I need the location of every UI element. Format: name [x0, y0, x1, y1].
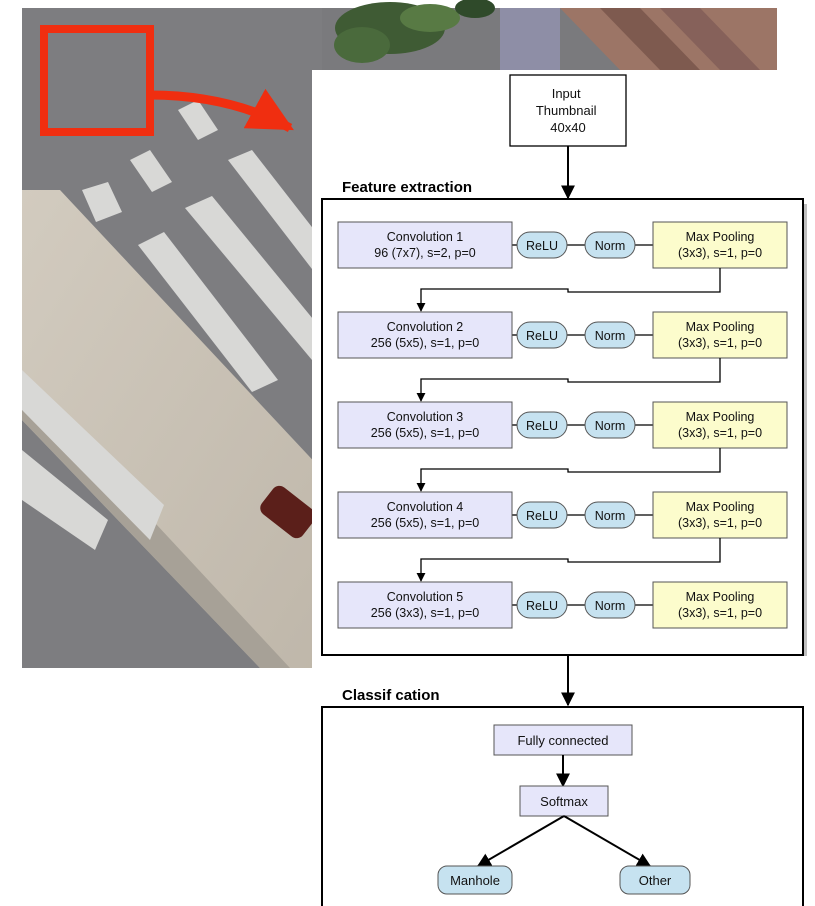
- relu-label-4: ReLU: [526, 509, 558, 523]
- stage-connector-2: [416, 358, 721, 402]
- pool-title-5: Max Pooling: [686, 590, 755, 604]
- relu-label-2: ReLU: [526, 329, 558, 343]
- pool-params-5: (3x3), s=1, p=0: [678, 606, 762, 620]
- pool-title-3: Max Pooling: [686, 410, 755, 424]
- conv-title-1: Convolution 1: [387, 230, 463, 244]
- conv-params-3: 256 (5x5), s=1, p=0: [371, 426, 479, 440]
- pool-params-2: (3x3), s=1, p=0: [678, 336, 762, 350]
- conv-title-3: Convolution 3: [387, 410, 463, 424]
- car: [260, 485, 316, 539]
- relu-label-1: ReLU: [526, 239, 558, 253]
- relu-pill-2: [516, 321, 568, 349]
- stage-connector-3: [416, 448, 721, 492]
- pool-box-2: [652, 311, 788, 359]
- relu-pill-1: [516, 231, 568, 259]
- input-line-1: Input: [552, 86, 581, 101]
- norm-pill-3: [584, 411, 636, 439]
- manhole-label: Manhole: [450, 873, 500, 888]
- svg-text:Input Thumbnail 40x40: Input Thumbnail 40x40: [536, 86, 600, 135]
- norm-pill-4: [584, 501, 636, 529]
- norm-pill-5: [584, 591, 636, 619]
- norm-pill-1: [584, 231, 636, 259]
- relu-pill-5: [516, 591, 568, 619]
- highlight-arrow: [149, 88, 294, 132]
- feature-extraction-title: Feature extraction: [342, 179, 472, 196]
- relu-label-3: ReLU: [526, 419, 558, 433]
- crosswalk-stripes: [22, 100, 322, 550]
- input-thumbnail-box: [509, 74, 627, 147]
- norm-label-1: Norm: [595, 239, 626, 253]
- highlight-square: [40, 25, 154, 136]
- other-output: [619, 865, 691, 895]
- softmax-box: [519, 785, 609, 817]
- softmax-label: Softmax: [540, 794, 588, 809]
- pool-box-3: [652, 401, 788, 449]
- conv-title-2: Convolution 2: [387, 320, 463, 334]
- sidewalk: [22, 190, 322, 668]
- pool-box-1: [652, 221, 788, 269]
- pool-title-1: Max Pooling: [686, 230, 755, 244]
- conv-box-5: [337, 581, 513, 629]
- conv-params-5: 256 (3x3), s=1, p=0: [371, 606, 479, 620]
- roof: [500, 8, 777, 70]
- fully-connected-label: Fully connected: [517, 733, 608, 748]
- pool-box-5: [652, 581, 788, 629]
- conv-params-1: 96 (7x7), s=2, p=0: [374, 246, 476, 260]
- conv-title-4: Convolution 4: [387, 500, 463, 514]
- relu-pill-4: [516, 501, 568, 529]
- conv-box-2: [337, 311, 513, 359]
- norm-label-5: Norm: [595, 599, 626, 613]
- conv-params-4: 256 (5x5), s=1, p=0: [371, 516, 479, 530]
- norm-label-2: Norm: [595, 329, 626, 343]
- stage-connector-1: [416, 268, 721, 312]
- relu-pill-3: [516, 411, 568, 439]
- pool-title-4: Max Pooling: [686, 500, 755, 514]
- tree-canopy: [334, 0, 495, 63]
- pool-title-2: Max Pooling: [686, 320, 755, 334]
- conv-box-3: [337, 401, 513, 449]
- other-label: Other: [639, 873, 672, 888]
- conv-params-2: 256 (5x5), s=1, p=0: [371, 336, 479, 350]
- conv-title-5: Convolution 5: [387, 590, 463, 604]
- conv-box-4: [337, 491, 513, 539]
- input-line-3: 40x40: [550, 120, 585, 135]
- manhole-output: [437, 865, 513, 895]
- norm-pill-2: [584, 321, 636, 349]
- relu-label-5: ReLU: [526, 599, 558, 613]
- pool-box-4: [652, 491, 788, 539]
- stage-connector-4: [416, 538, 721, 582]
- fully-connected-box: [493, 724, 633, 756]
- norm-label-4: Norm: [595, 509, 626, 523]
- pool-params-1: (3x3), s=1, p=0: [678, 246, 762, 260]
- pool-params-4: (3x3), s=1, p=0: [678, 516, 762, 530]
- classification-title: Classif cation: [342, 687, 440, 704]
- conv-box-1: [337, 221, 513, 269]
- pool-params-3: (3x3), s=1, p=0: [678, 426, 762, 440]
- norm-label-3: Norm: [595, 419, 626, 433]
- input-line-2: Thumbnail: [536, 103, 597, 118]
